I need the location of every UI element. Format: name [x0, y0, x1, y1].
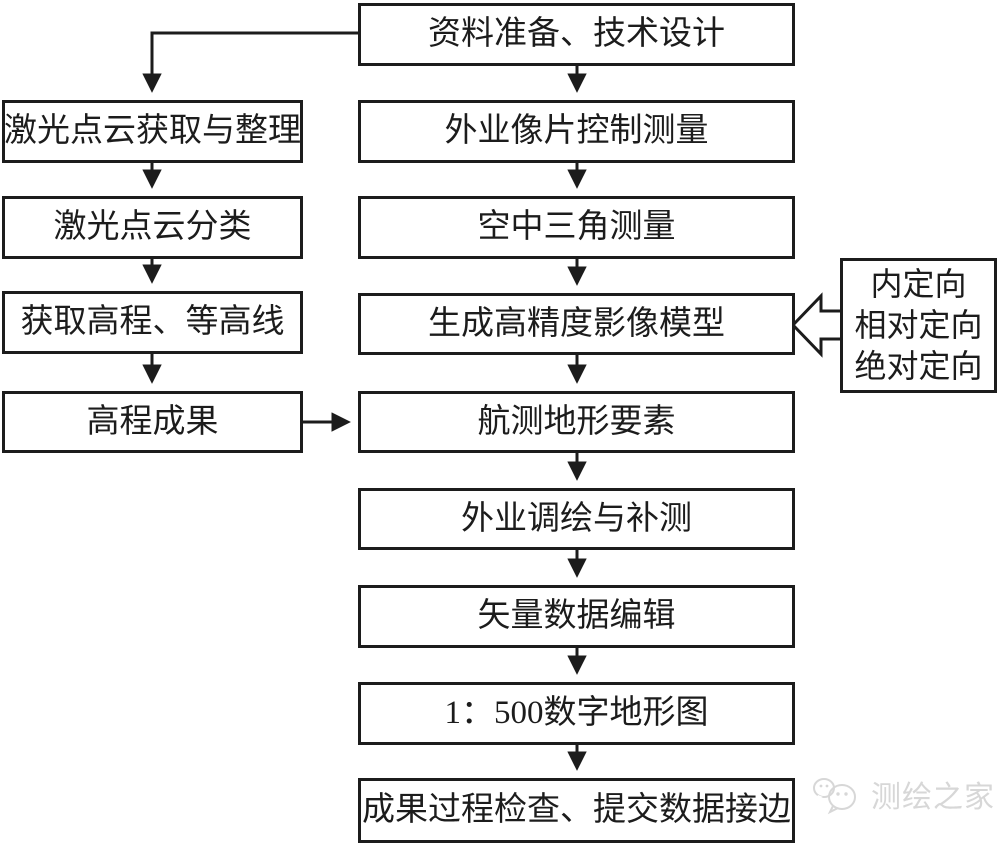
flow-box-elevation-results: 高程成果	[2, 391, 303, 453]
flow-box-digital-map: 1：500数字地形图	[358, 682, 795, 745]
watermark: 测绘之家	[811, 772, 995, 816]
flow-box-terrain-elements: 航测地形要素	[358, 391, 795, 453]
side-note-line-interior-orientation: 内定向	[870, 266, 967, 303]
flow-box-lidar-acquisition: 激光点云获取与整理	[2, 100, 303, 163]
side-note-orientation: 内定向 相对定向 绝对定向	[840, 258, 997, 393]
flow-box-data-preparation: 资料准备、技术设计	[358, 3, 795, 66]
wechat-chat-bubbles-icon	[813, 778, 856, 815]
flow-box-field-photo-control: 外业像片控制测量	[358, 100, 795, 163]
flow-box-lidar-classification: 激光点云分类	[2, 196, 303, 259]
flow-box-aerial-triangulation: 空中三角测量	[358, 196, 795, 259]
hollow-arrow-orientation-to-image-model	[790, 292, 844, 358]
connector-top-to-lidar	[142, 31, 358, 93]
watermark-label: 测绘之家	[871, 781, 995, 814]
flow-box-vector-editing: 矢量数据编辑	[358, 585, 795, 648]
flow-box-field-verification: 外业调绘与补测	[358, 488, 795, 550]
side-note-line-relative-orientation: 相对定向	[854, 307, 983, 344]
side-note-line-absolute-orientation: 绝对定向	[854, 347, 983, 384]
flow-box-elevation-contours: 获取高程、等高线	[2, 291, 303, 354]
flow-box-image-model: 生成高精度影像模型	[358, 293, 795, 355]
flow-box-final-check: 成果过程检查、提交数据接边	[358, 778, 795, 843]
